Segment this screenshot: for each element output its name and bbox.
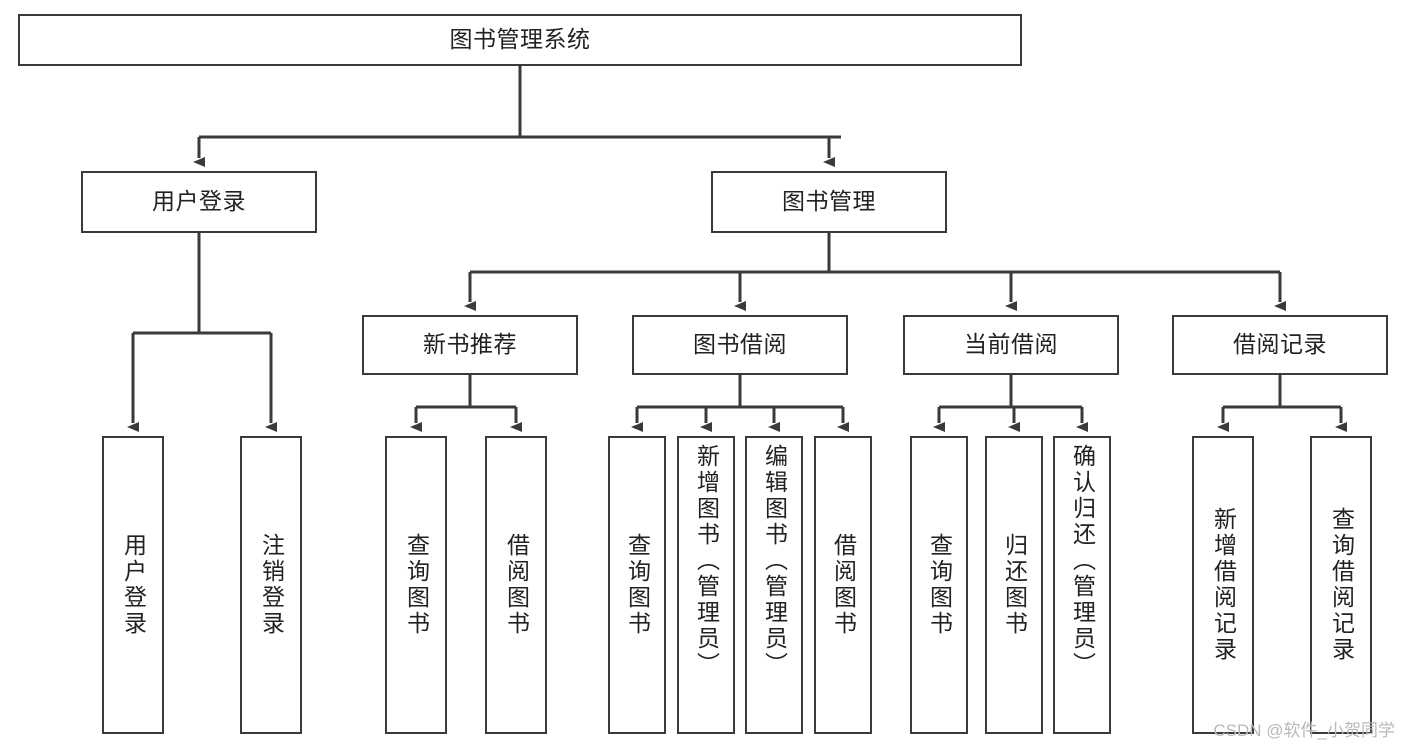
edge-bookborrow-bus	[637, 375, 843, 409]
node-new-book-rec[interactable]: 新书推荐	[362, 315, 578, 375]
edge-root-bus	[199, 66, 841, 139]
node-leaf-edit-book[interactable]: 编辑图书（管理员）	[745, 436, 803, 734]
node-leaf-add-record[interactable]: 新增借阅记录	[1192, 436, 1254, 734]
node-leaf-user-logout[interactable]: 注销登录	[240, 436, 302, 734]
node-book-manage-label: 图书管理	[782, 188, 876, 215]
node-leaf-borrow-book-2-label: 借阅图书	[830, 533, 857, 637]
node-leaf-query-book-3-label: 查询图书	[926, 533, 953, 637]
node-borrow-record[interactable]: 借阅记录	[1172, 315, 1388, 375]
edge-borrowrecord-to-leaves	[1217, 407, 1347, 432]
node-leaf-query-record-label: 查询借阅记录	[1328, 507, 1355, 663]
node-leaf-borrow-book-2[interactable]: 借阅图书	[814, 436, 872, 734]
node-leaf-borrow-book-1[interactable]: 借阅图书	[485, 436, 547, 734]
edge-root-to-level2	[193, 137, 835, 167]
node-leaf-edit-book-label: 编辑图书（管理员）	[761, 444, 788, 678]
node-leaf-confirm-return[interactable]: 确认归还（管理员）	[1053, 436, 1111, 734]
node-leaf-query-record[interactable]: 查询借阅记录	[1310, 436, 1372, 734]
edge-bookmanage-bus	[470, 233, 1280, 274]
node-leaf-add-record-label: 新增借阅记录	[1210, 507, 1237, 663]
edge-userlogin-to-leaves	[127, 333, 277, 432]
node-leaf-confirm-return-label: 确认归还（管理员）	[1069, 444, 1096, 678]
edge-currentborrow-to-leaves	[933, 407, 1088, 432]
node-leaf-add-book-label: 新增图书（管理员）	[693, 444, 720, 678]
node-new-book-rec-label: 新书推荐	[423, 331, 517, 358]
node-leaf-user-login[interactable]: 用户登录	[102, 436, 164, 734]
node-leaf-return-book-label: 归还图书	[1001, 533, 1028, 637]
edge-userlogin-bus	[133, 233, 271, 335]
node-user-login[interactable]: 用户登录	[81, 171, 317, 233]
node-book-manage[interactable]: 图书管理	[711, 171, 947, 233]
edge-bookborrow-to-leaves	[631, 407, 849, 432]
node-book-borrow-label: 图书借阅	[693, 331, 787, 358]
node-leaf-query-book-1-label: 查询图书	[403, 533, 430, 637]
node-book-borrow[interactable]: 图书借阅	[632, 315, 848, 375]
node-leaf-user-login-label: 用户登录	[120, 533, 147, 637]
edge-currentborrow-bus	[939, 375, 1082, 409]
node-leaf-user-logout-label: 注销登录	[258, 533, 285, 637]
node-leaf-borrow-book-1-label: 借阅图书	[503, 533, 530, 637]
edge-borrowrecord-bus	[1223, 375, 1341, 409]
node-leaf-query-book-3[interactable]: 查询图书	[910, 436, 968, 734]
node-current-borrow[interactable]: 当前借阅	[903, 315, 1119, 375]
node-leaf-query-book-2-label: 查询图书	[624, 533, 651, 637]
node-root-label: 图书管理系统	[449, 26, 591, 53]
node-leaf-query-book-1[interactable]: 查询图书	[385, 436, 447, 734]
node-leaf-add-book[interactable]: 新增图书（管理员）	[677, 436, 735, 734]
node-user-login-label: 用户登录	[152, 188, 246, 215]
node-borrow-record-label: 借阅记录	[1233, 331, 1327, 358]
node-root[interactable]: 图书管理系统	[18, 14, 1022, 66]
node-leaf-return-book[interactable]: 归还图书	[985, 436, 1043, 734]
node-leaf-query-book-2[interactable]: 查询图书	[608, 436, 666, 734]
edge-newbook-to-leaves	[410, 407, 522, 432]
edge-bookmanage-to-level3	[464, 272, 1286, 311]
edge-newbook-bus	[416, 375, 516, 409]
node-current-borrow-label: 当前借阅	[964, 331, 1058, 358]
